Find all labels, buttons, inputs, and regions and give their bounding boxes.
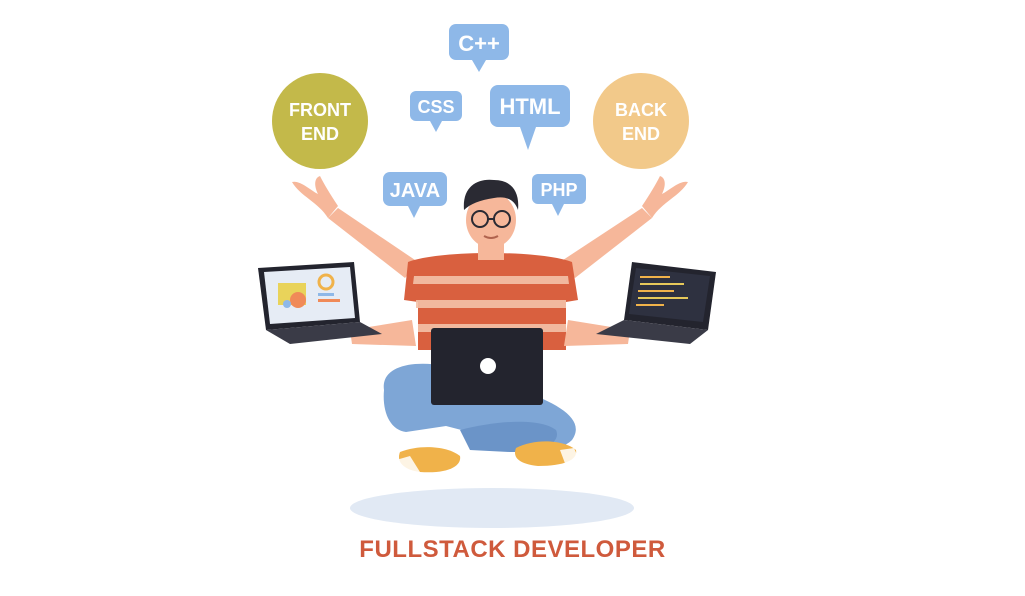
- java-label: JAVA: [390, 180, 440, 202]
- front-end-label-line1: FRONT: [289, 100, 351, 120]
- back-end-badge: BACK END: [593, 73, 689, 169]
- raised-arms: [292, 176, 688, 278]
- floor-shadow: [350, 488, 634, 528]
- laptop-logo-icon: [480, 358, 496, 374]
- back-end-label-line1: BACK: [615, 100, 667, 120]
- center-laptop: [431, 328, 543, 405]
- css-speech-bubble: CSS: [410, 91, 462, 132]
- html-label: HTML: [499, 94, 560, 119]
- back-end-label-line2: END: [622, 124, 660, 144]
- shoes: [396, 441, 580, 474]
- cpp-label: C++: [458, 31, 500, 56]
- html-speech-bubble: HTML: [490, 85, 570, 150]
- front-end-label-line2: END: [301, 124, 339, 144]
- cpp-speech-bubble: C++: [449, 24, 509, 72]
- php-label: PHP: [540, 180, 577, 200]
- lower-arms: [350, 320, 630, 346]
- right-laptop: [596, 262, 716, 344]
- css-label: CSS: [417, 97, 454, 117]
- front-end-badge: FRONT END: [272, 73, 368, 169]
- php-speech-bubble: PHP: [532, 174, 586, 216]
- caption-title: FULLSTACK DEVELOPER: [359, 536, 666, 563]
- java-speech-bubble: JAVA: [383, 172, 447, 218]
- developer-head: [463, 179, 519, 260]
- left-laptop: [258, 262, 382, 344]
- glasses-icon: [471, 210, 511, 228]
